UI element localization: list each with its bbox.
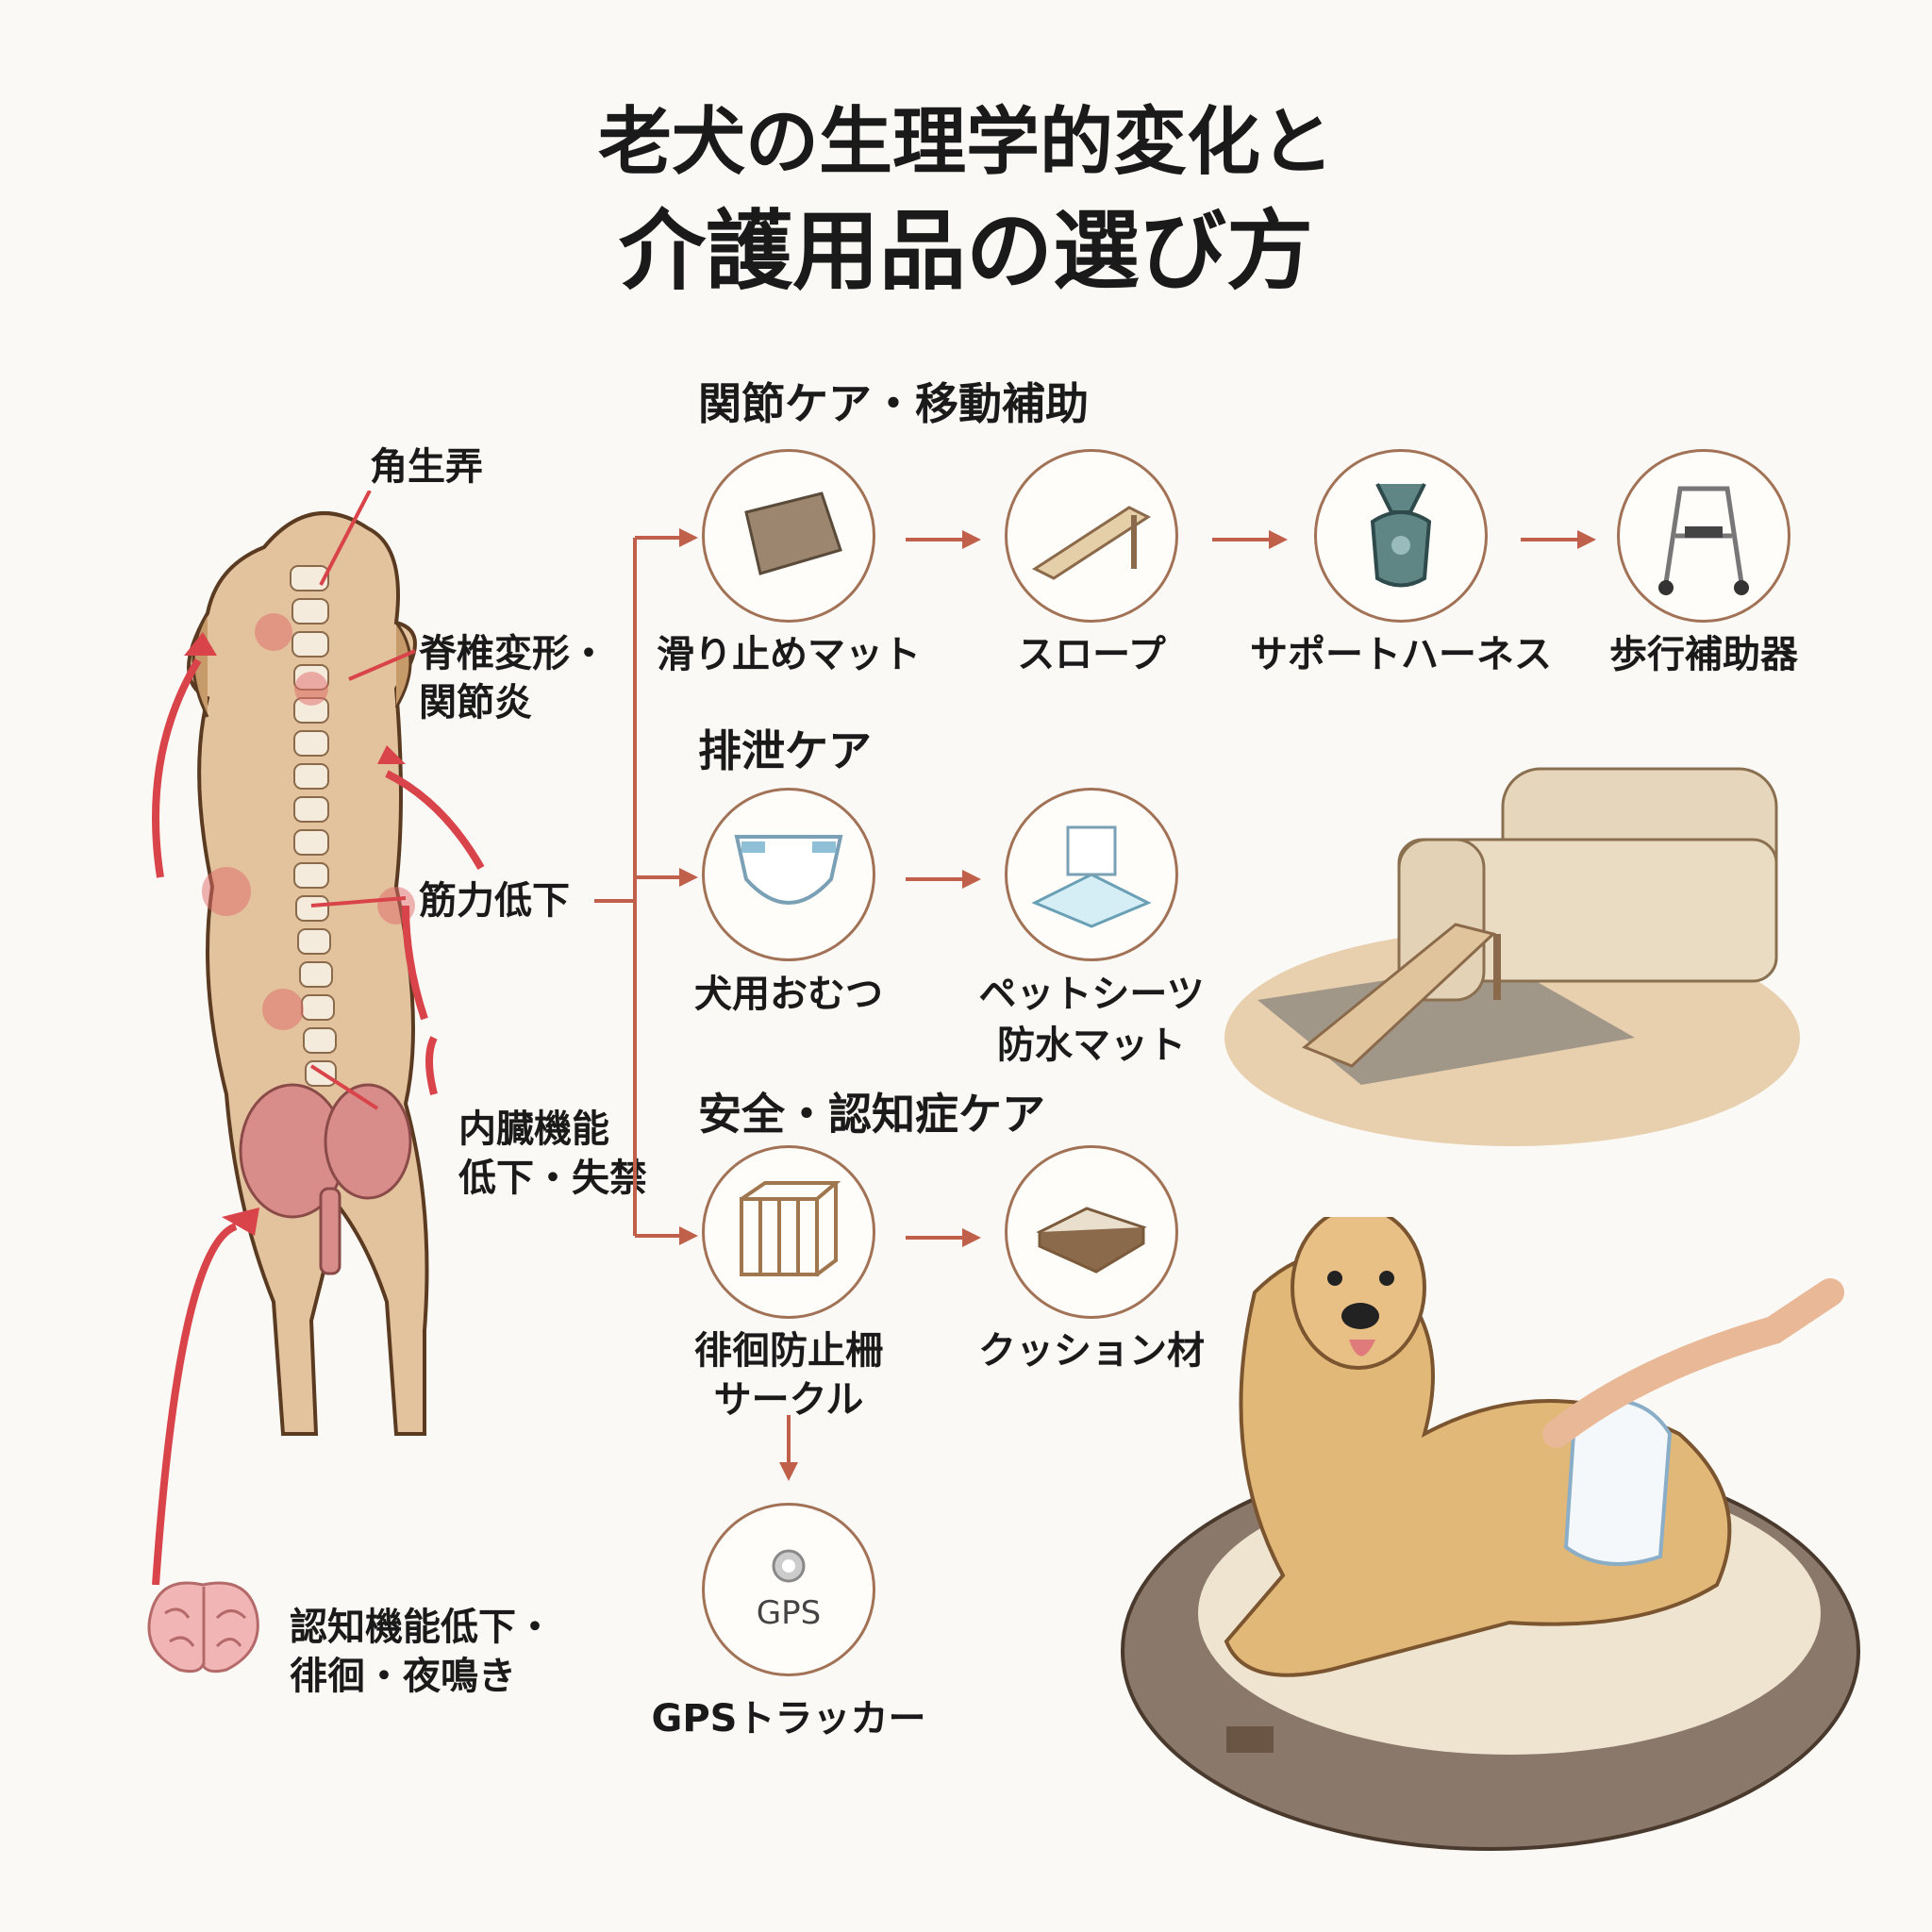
product-label: 滑り止めマット xyxy=(657,633,921,676)
label-spine-line1: 脊椎変形・ xyxy=(419,632,608,675)
product-label: 防水マット xyxy=(997,1024,1186,1067)
red-arrowheads xyxy=(184,632,406,1236)
dog-on-bed-illustration xyxy=(1121,1217,1860,1851)
diaper-icon xyxy=(734,835,843,905)
dog-skeleton-illustration xyxy=(152,491,485,1585)
product-walker[interactable] xyxy=(1617,449,1790,623)
section-heading-mobility: 関節ケア・移動補助 xyxy=(698,378,1089,429)
gps-icon xyxy=(772,1549,806,1583)
product-non-slip-mat[interactable] xyxy=(702,449,875,623)
gps-icon-text: GPS xyxy=(756,1594,822,1632)
ramp-icon xyxy=(1031,506,1152,580)
harness-icon xyxy=(1370,483,1432,588)
callout-lines xyxy=(309,491,416,1110)
organs xyxy=(239,1083,412,1275)
label-cognition-line1: 認知機能低下・ xyxy=(290,1606,554,1649)
label-senses: 角生弄 xyxy=(370,445,483,489)
non-slip-mat-icon xyxy=(744,491,842,575)
product-playpen[interactable] xyxy=(702,1145,875,1319)
product-pet-sheet[interactable] xyxy=(1005,788,1178,961)
product-label: 犬用おむつ xyxy=(694,973,883,1016)
product-label: ペットシーツ xyxy=(978,973,1205,1016)
label-muscle: 筋力低下 xyxy=(419,879,570,923)
label-cognition-line2: 徘徊・夜鳴き xyxy=(290,1655,516,1698)
product-label: 歩行補助器 xyxy=(1609,633,1798,676)
product-label: クッション材 xyxy=(978,1329,1205,1373)
inflammation-spots xyxy=(202,613,415,1030)
product-cushion[interactable] xyxy=(1005,1145,1178,1319)
section-heading-safety: 安全・認知症ケア xyxy=(698,1089,1045,1140)
section-heading-toileting: 排泄ケア xyxy=(698,725,872,776)
playpen-icon xyxy=(740,1181,841,1276)
flow-connectors xyxy=(594,528,1596,1481)
product-label: サポートハーネス xyxy=(1250,633,1552,676)
product-label: サークル xyxy=(713,1378,864,1422)
title-line-1: 老犬の生理学的変化と xyxy=(597,100,1334,185)
product-label: スロープ xyxy=(1017,633,1166,676)
cushion-icon xyxy=(1036,1207,1147,1274)
label-spine-line2: 関節炎 xyxy=(419,681,532,724)
label-organs-line2: 低下・失禁 xyxy=(458,1157,647,1200)
product-gps-tracker[interactable]: GPS xyxy=(702,1503,875,1676)
brain-icon xyxy=(147,1581,259,1674)
product-diaper[interactable] xyxy=(702,788,875,961)
product-label: GPSトラッカー xyxy=(651,1697,926,1740)
pet-sheet-icon xyxy=(1031,825,1152,928)
product-ramp[interactable] xyxy=(1005,449,1178,623)
sofa-ramp-scene-illustration xyxy=(1224,767,1800,1146)
spine xyxy=(290,565,337,1087)
walker-icon xyxy=(1658,486,1749,595)
product-harness[interactable] xyxy=(1314,449,1488,623)
red-arrows xyxy=(152,658,485,1585)
product-label: 徘徊防止柵 xyxy=(694,1329,883,1373)
title-line-2: 介護用品の選び方 xyxy=(618,201,1313,302)
label-organs-line1: 内臓機能 xyxy=(458,1108,609,1151)
